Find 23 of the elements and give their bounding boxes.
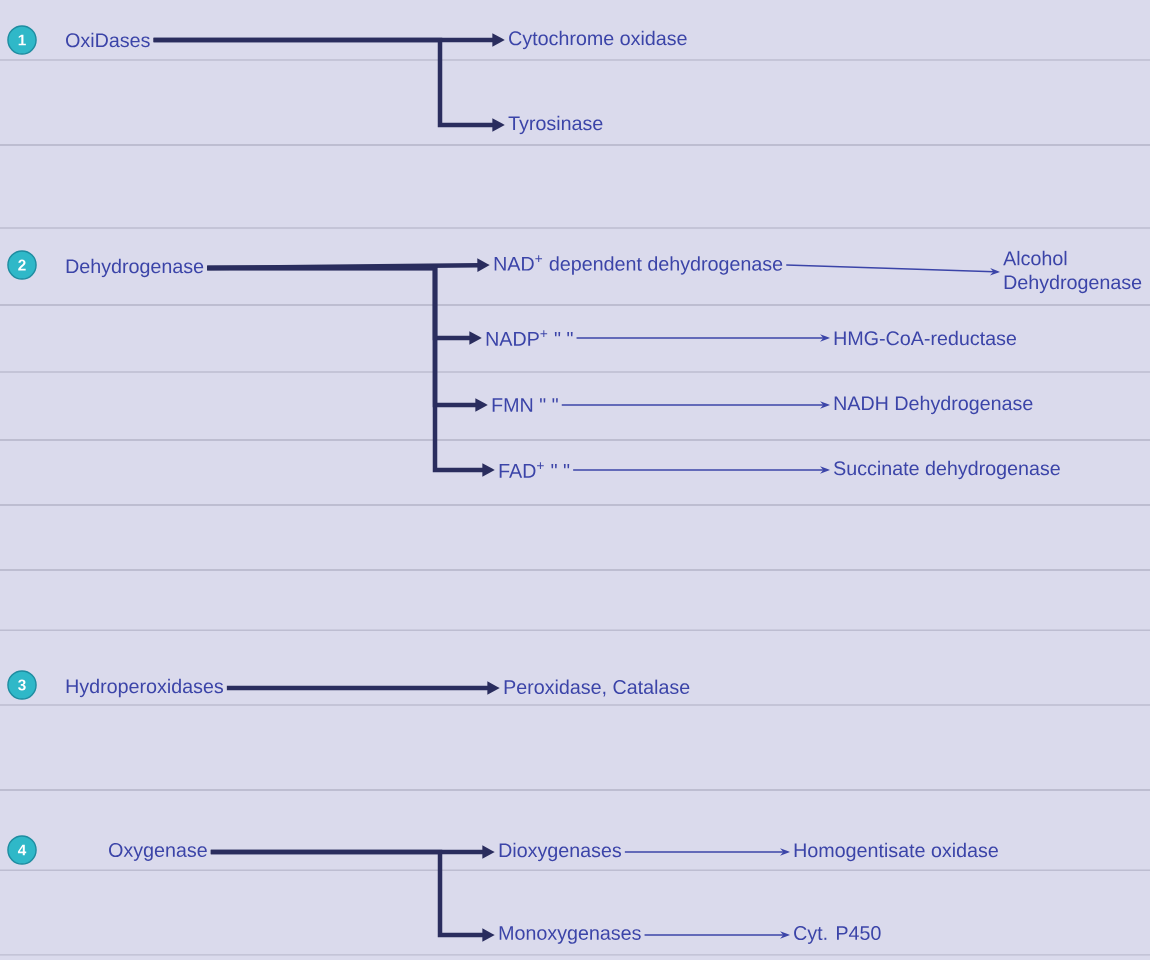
class-label: Homogentisate oxidase (794, 842, 998, 862)
class-label: NADP$^{+}$ " " (486, 330, 573, 346)
number-badge: 2 (7, 250, 37, 280)
class-label: Dioxygenases (499, 842, 621, 862)
class-label: Cytochrome oxidase (509, 30, 687, 50)
class-label: Alcohol Dehydrogenase (1003, 250, 1142, 294)
class-label: Succinate dehydrogenase (834, 460, 1060, 480)
class-label: NAD$^{+}$ dependent dehydrogenase (494, 255, 783, 275)
class-label: Oxygenase (109, 843, 207, 861)
class-label: NADH Dehydrogenase (834, 395, 1033, 415)
class-label: Dehydrogenase (66, 258, 204, 278)
class-label: Monoxygenases (499, 926, 641, 944)
class-label: FAD$^{+}$ " " (499, 462, 570, 478)
class-label: Hydroperoxidases (66, 678, 223, 698)
number-badge: 4 (7, 835, 37, 865)
number-badge: 3 (7, 670, 37, 700)
number-badge: 1 (7, 25, 37, 55)
class-label: FMN " " (492, 398, 558, 412)
class-label: Peroxidase, Catalase (504, 679, 690, 697)
class-label: Tyrosinase (508, 115, 603, 135)
class-label: Cyt. P450 (794, 926, 881, 944)
class-label: OxiDases (66, 32, 150, 48)
class-label: HMG-CoA-reductase (834, 330, 1016, 346)
